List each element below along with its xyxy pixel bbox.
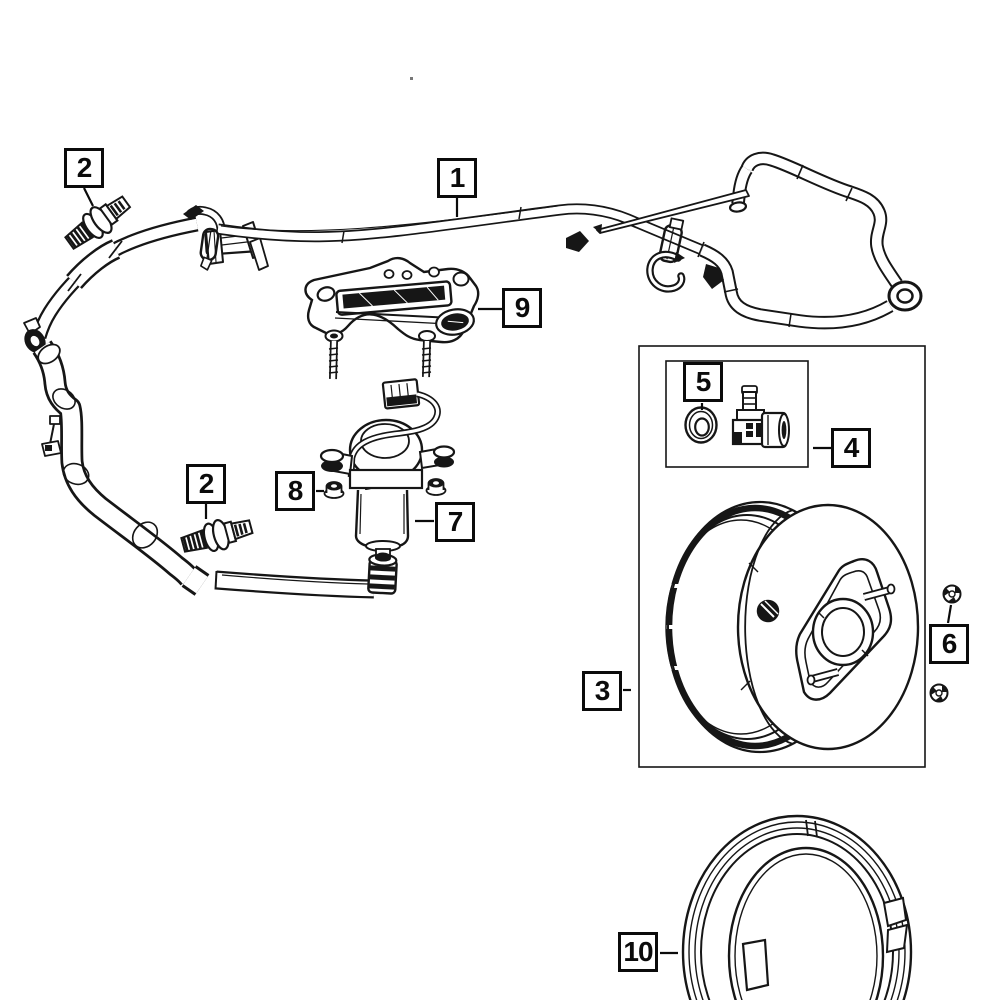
pump-connector bbox=[381, 378, 421, 410]
hose-clip-right bbox=[703, 264, 724, 289]
check-valve bbox=[731, 385, 790, 449]
hose-grommet-fitting bbox=[23, 317, 46, 353]
hose-coil-end bbox=[887, 280, 923, 312]
vacuum-hose-assembly bbox=[23, 158, 923, 585]
hose-ring-clamp bbox=[199, 227, 220, 271]
booster-nut-lower bbox=[929, 683, 949, 703]
pump-nut-left bbox=[323, 481, 345, 499]
vacuum-pump bbox=[319, 378, 456, 562]
grommet bbox=[684, 406, 718, 444]
hose-retainer-clip bbox=[41, 415, 62, 457]
pump-supply-hose bbox=[216, 553, 398, 594]
callout-3: 3 bbox=[582, 671, 622, 711]
callout-9: 9 bbox=[502, 288, 542, 328]
bracket-slot bbox=[335, 280, 453, 316]
callout-2-upper: 2 bbox=[64, 148, 104, 188]
booster-detail-box bbox=[638, 345, 926, 768]
booster-nut-upper bbox=[942, 584, 962, 604]
hose-c-clip bbox=[646, 250, 686, 293]
pump-nut-right bbox=[425, 478, 447, 496]
pump-mounting-bracket bbox=[304, 256, 480, 379]
callout-6: 6 bbox=[929, 624, 969, 664]
callout-4: 4 bbox=[831, 428, 871, 468]
speck-artifact bbox=[410, 77, 413, 80]
hose-clip-left bbox=[566, 231, 589, 252]
barb-fitting-lower bbox=[178, 511, 256, 561]
check-valve-detail-box bbox=[665, 360, 809, 468]
callout-7: 7 bbox=[435, 502, 475, 542]
leader-lines bbox=[83, 187, 953, 955]
callout-8: 8 bbox=[275, 471, 315, 511]
vacuum-branch-tube bbox=[593, 189, 750, 234]
callout-5: 5 bbox=[683, 362, 723, 402]
bracket-oval-port bbox=[435, 308, 475, 336]
callout-2-lower: 2 bbox=[186, 464, 226, 504]
booster-seal-ring bbox=[681, 814, 913, 1000]
callout-10: 10 bbox=[618, 932, 658, 972]
brake-booster bbox=[662, 500, 920, 754]
callout-1: 1 bbox=[437, 158, 477, 198]
hose-band-clamp bbox=[658, 217, 685, 264]
booster-screw bbox=[756, 599, 780, 623]
